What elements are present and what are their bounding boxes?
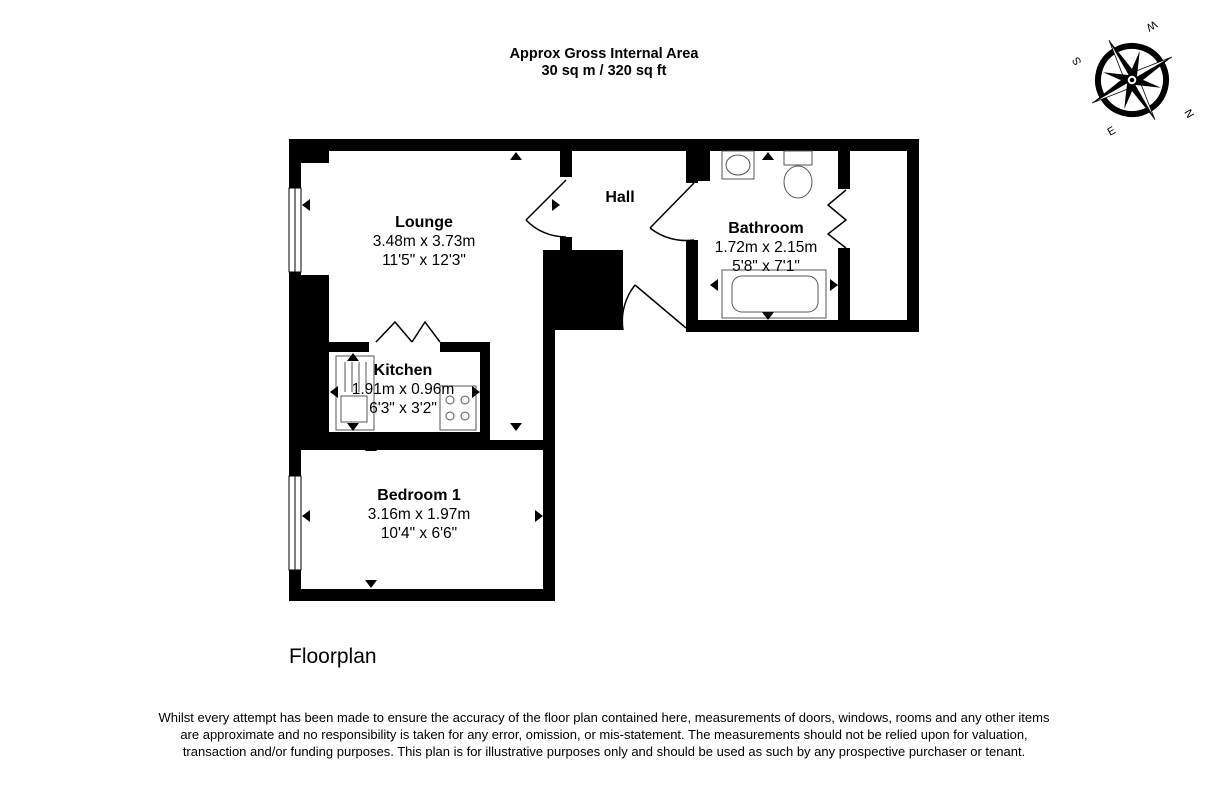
room-kitchen-metric: 1.91m x 0.96m: [351, 381, 455, 398]
windows: [288, 187, 302, 571]
room-lounge-metric: 3.48m x 3.73m: [372, 233, 476, 250]
room-bathroom-name: Bathroom: [728, 220, 804, 237]
floorplan-title: Floorplan: [289, 645, 377, 668]
hob-icon: [439, 385, 477, 431]
toilet-icon: [783, 150, 813, 166]
room-kitchen-name: Kitchen: [373, 362, 433, 379]
disclaimer-text: Whilst every attempt has been made to en…: [158, 710, 1050, 759]
room-bedroom1-imperial: 10'4" x 6'6": [380, 525, 458, 542]
room-kitchen: Kitchen 1.91m x 0.96m 6'3" x 3'2": [333, 361, 473, 418]
doors: [375, 179, 848, 343]
room-bedroom1: Bedroom 1 3.16m x 1.97m 10'4" x 6'6": [344, 486, 494, 543]
measurement-markers: [302, 152, 838, 588]
room-bathroom-metric: 1.72m x 2.15m: [714, 239, 818, 256]
room-lounge-imperial: 11'5" x 12'3": [382, 252, 466, 269]
room-hall: Hall: [590, 188, 650, 207]
room-lounge: Lounge 3.48m x 3.73m 11'5" x 12'3": [349, 213, 499, 270]
room-lounge-name: Lounge: [395, 214, 453, 231]
sink-icon: [721, 150, 755, 180]
fixtures: [335, 150, 827, 431]
room-bedroom1-name: Bedroom 1: [377, 487, 461, 504]
floor-plan: [288, 139, 919, 601]
walls: [289, 139, 919, 601]
room-bathroom-imperial: 5'8" x 7'1": [732, 258, 800, 275]
area-header-line1: Approx Gross Internal Area: [509, 46, 699, 62]
room-bedroom1-metric: 3.16m x 1.97m: [367, 506, 471, 523]
room-bathroom: Bathroom 1.72m x 2.15m 5'8" x 7'1": [696, 219, 836, 276]
area-header-line2: 30 sq m / 320 sq ft: [541, 63, 667, 79]
compass-rose-icon: N E S W: [1070, 18, 1196, 139]
room-kitchen-imperial: 6'3" x 3'2": [369, 400, 437, 417]
room-hall-name: Hall: [605, 189, 635, 206]
bath-icon: [721, 269, 827, 319]
area-header: Approx Gross Internal Area 30 sq m / 320…: [404, 46, 804, 80]
